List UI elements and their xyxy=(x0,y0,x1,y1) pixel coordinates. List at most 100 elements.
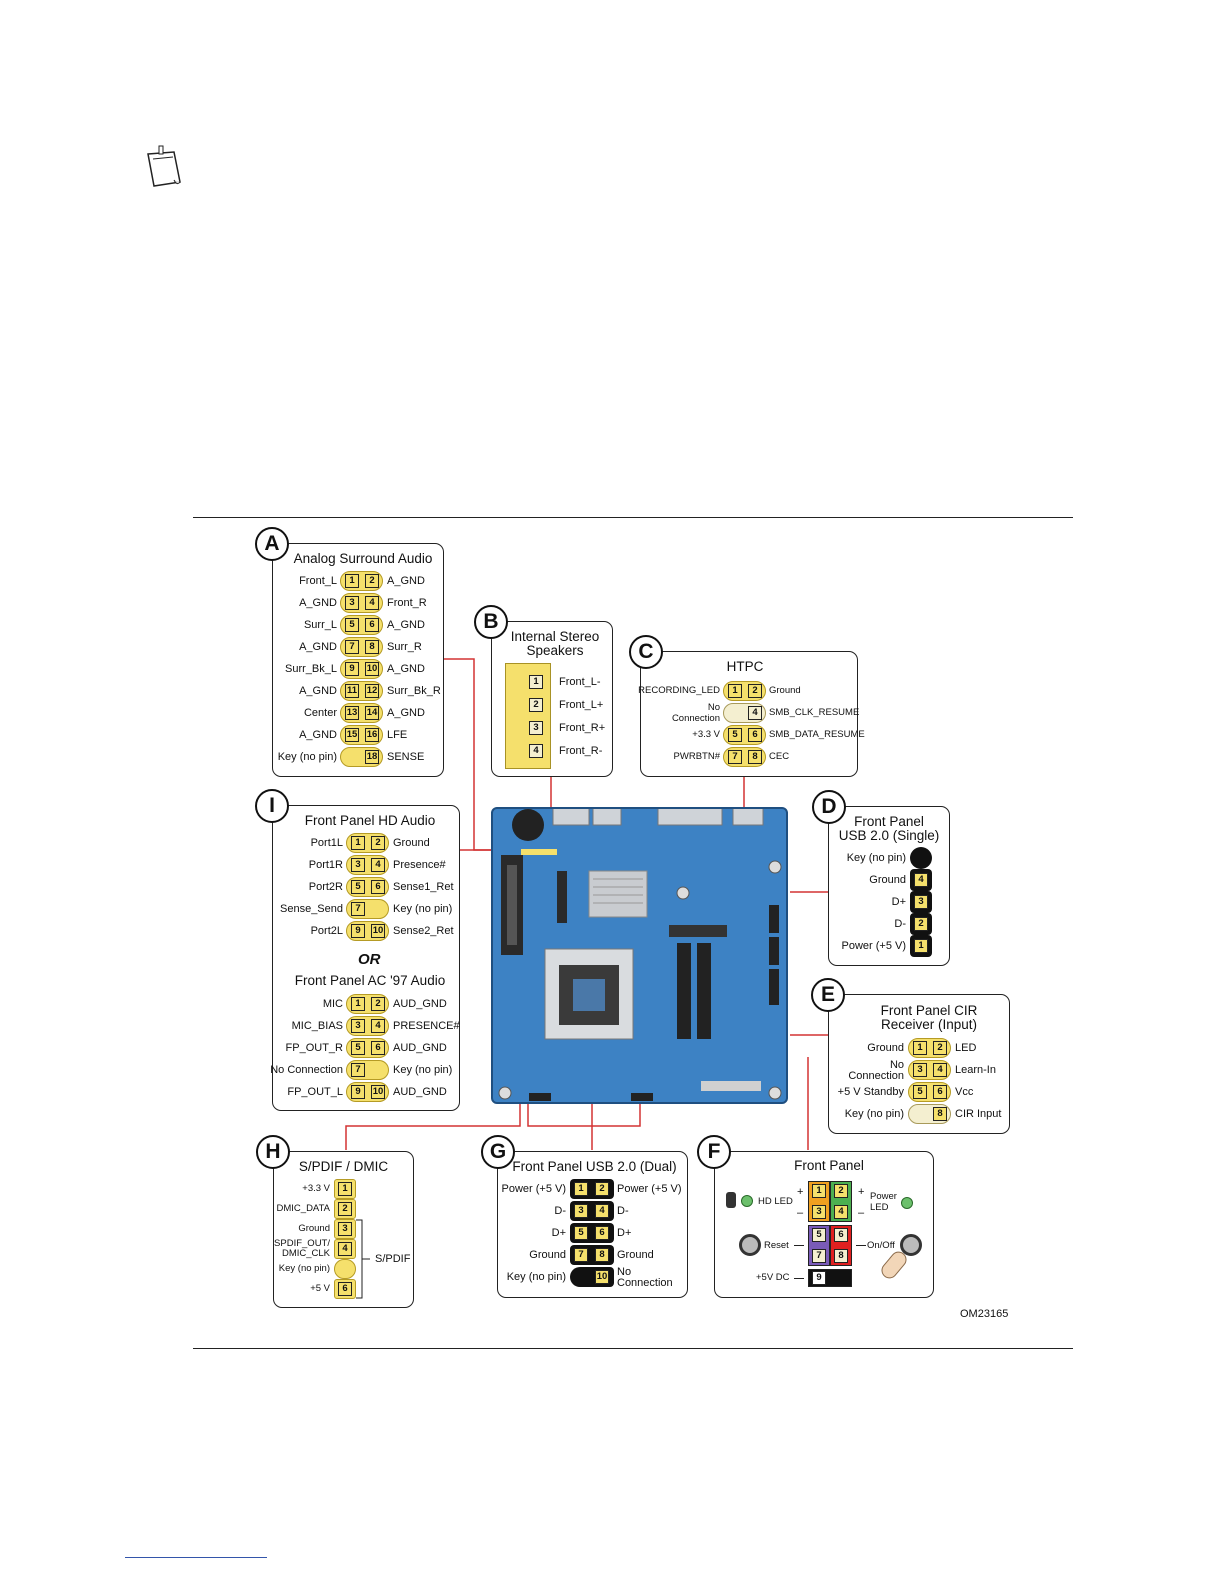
h-pin: 3 xyxy=(338,1222,352,1236)
e-right-label: LED xyxy=(955,1042,977,1054)
d-pin: 3 xyxy=(914,895,928,909)
g-right-label: Power (+5 V) xyxy=(617,1183,682,1195)
a-left-label: Center xyxy=(303,707,337,719)
a-right-label: A_GND xyxy=(387,707,425,719)
f-pin: 3 xyxy=(812,1205,826,1219)
c-pin: 1 xyxy=(728,684,742,698)
hdd-icon xyxy=(726,1192,736,1208)
f-pin: 7 xyxy=(812,1249,826,1263)
f-reset-dash xyxy=(794,1245,804,1246)
badge-i: I xyxy=(255,789,289,823)
reset-button-icon xyxy=(739,1234,761,1256)
d-label: D- xyxy=(894,918,906,930)
e-left-label: +5 V Standby xyxy=(837,1086,904,1098)
a-right-label: Front_R xyxy=(387,597,427,609)
led-green-icon xyxy=(741,1195,753,1207)
i-right-label: AUD_GND xyxy=(393,998,447,1010)
i-right-label: Sense1_Ret xyxy=(393,881,454,893)
c-left-label: +3.3 V xyxy=(692,729,720,740)
e-pin: 4 xyxy=(933,1063,947,1077)
panel-a-title: Analog Surround Audio xyxy=(293,551,433,566)
panel-b-title-line1: Internal Stereo xyxy=(510,629,600,644)
i-pin: 5 xyxy=(351,1041,365,1055)
a-pin: 16 xyxy=(365,728,379,742)
figure-bottom-rule xyxy=(193,1348,1073,1349)
i-right-label: Key (no pin) xyxy=(393,903,453,915)
b-pin: 3 xyxy=(529,721,543,735)
panel-i-or: OR xyxy=(358,951,381,968)
h-label: DMIC_DATA xyxy=(276,1203,330,1214)
i-right-label: PRESENCE# xyxy=(393,1020,460,1032)
c-right-label: SMB_DATA_RESUME xyxy=(769,729,865,740)
panel-g-title: Front Panel USB 2.0 (Dual) xyxy=(512,1159,677,1174)
i-pin: 5 xyxy=(351,880,365,894)
d-label: D+ xyxy=(891,896,906,908)
i-pin: 3 xyxy=(351,858,365,872)
i-pin: 7 xyxy=(351,902,365,916)
f-pin: 8 xyxy=(834,1249,848,1263)
c-pin: 4 xyxy=(748,706,762,720)
f-minus-right: – xyxy=(858,1207,865,1219)
a-left-label: Front_L xyxy=(299,575,337,587)
h-label-2: DMIC_CLK xyxy=(281,1248,330,1259)
h-pin: 2 xyxy=(338,1202,352,1216)
i-pin: 3 xyxy=(351,1019,365,1033)
g-left-label: Power (+5 V) xyxy=(501,1183,567,1195)
f-pin: 5 xyxy=(812,1228,826,1242)
g-pin: 5 xyxy=(574,1226,588,1240)
g-left-label: D- xyxy=(554,1205,566,1217)
b-label: Front_R- xyxy=(559,745,603,757)
b-label: Front_R+ xyxy=(559,722,606,734)
i-pin: 2 xyxy=(371,997,385,1011)
d-key-plug xyxy=(910,847,932,869)
d-pin: 1 xyxy=(914,939,928,953)
a-pin: 3 xyxy=(345,596,359,610)
f-plus-right: + xyxy=(858,1186,865,1198)
e-left-label-2: Connection xyxy=(848,1070,904,1082)
a-right-label: A_GND xyxy=(387,575,425,587)
a-pin: 18 xyxy=(365,750,379,764)
badge-a: A xyxy=(255,527,289,561)
footnote-separator xyxy=(125,1557,267,1558)
f-minus-left: – xyxy=(797,1207,804,1219)
e-pin: 3 xyxy=(913,1063,927,1077)
i-left-label: Sense_Send xyxy=(280,903,343,915)
i-left-label: Port2L xyxy=(310,925,343,937)
f-powerled-label: Power xyxy=(870,1191,897,1202)
c-left-label-2: Connection xyxy=(671,713,720,724)
badge-c: C xyxy=(629,635,663,669)
g-right-label-2: Connection xyxy=(617,1277,673,1289)
a-left-label: A_GND xyxy=(299,597,337,609)
a-left-label: A_GND xyxy=(299,641,337,653)
c-pin: 5 xyxy=(728,728,742,742)
g-pin: 4 xyxy=(595,1204,609,1218)
e-pin: 1 xyxy=(913,1041,927,1055)
f-powerled-label-2: LED xyxy=(870,1202,889,1213)
f-pin: 2 xyxy=(834,1184,848,1198)
panel-f-title: Front Panel xyxy=(794,1158,864,1173)
i-pin: 4 xyxy=(371,858,385,872)
i-pin: 10 xyxy=(371,1085,385,1099)
i-pin: 2 xyxy=(371,836,385,850)
g-right-label: D- xyxy=(617,1205,629,1217)
motherboard-illustration xyxy=(491,807,788,1104)
b-label: Front_L- xyxy=(559,676,601,688)
c-right-label: SMB_CLK_RESUME xyxy=(769,707,860,718)
c-left-label: No xyxy=(707,702,720,713)
i-pin: 6 xyxy=(371,880,385,894)
c-right-label: CEC xyxy=(769,751,790,762)
a-pin: 9 xyxy=(345,662,359,676)
g-pin: 1 xyxy=(574,1182,588,1196)
f-onoff-label: On/Off xyxy=(867,1240,895,1251)
badge-g: G xyxy=(481,1135,515,1169)
i-pin: 9 xyxy=(351,1085,365,1099)
d-label: Power (+5 V) xyxy=(841,940,907,952)
g-left-label: Ground xyxy=(529,1249,566,1261)
a-pin: 4 xyxy=(365,596,379,610)
h-label: +5 V xyxy=(310,1283,330,1294)
d-pin: 4 xyxy=(914,873,928,887)
i-pin: 4 xyxy=(371,1019,385,1033)
i-pin: 1 xyxy=(351,997,365,1011)
a-pin: 8 xyxy=(365,640,379,654)
i-left-label: FP_OUT_R xyxy=(285,1042,343,1054)
